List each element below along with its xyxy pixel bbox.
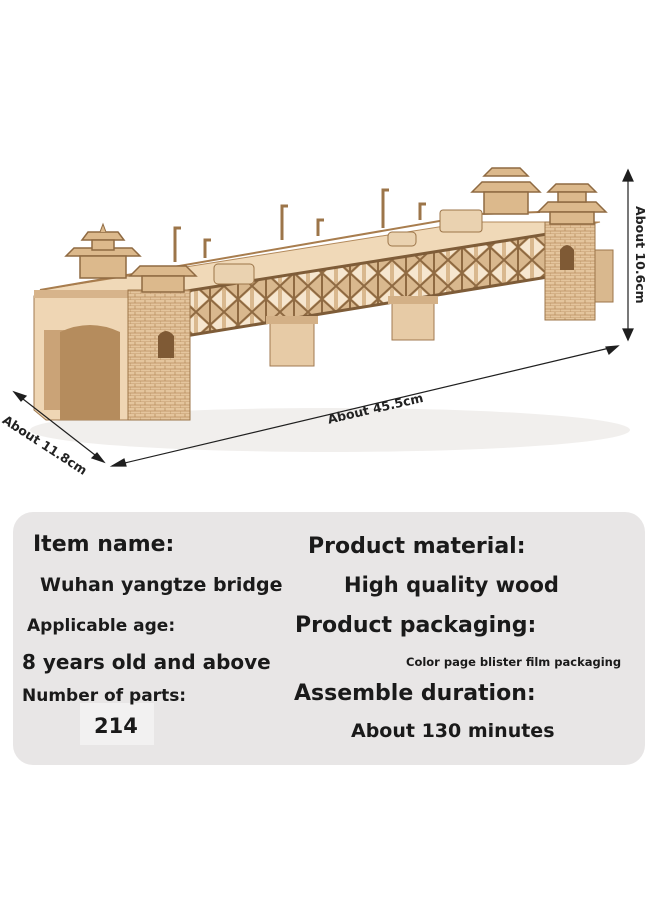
duration-label: Assemble duration: [294, 681, 536, 706]
item-name-label: Item name: [33, 532, 175, 557]
packaging-value: Color page blister film packaging [406, 655, 622, 669]
duration-value: About 130 minutes [351, 720, 555, 742]
bridge-pier [269, 319, 315, 367]
bridge-pier [391, 299, 435, 341]
parts-value: 214 [94, 714, 138, 738]
age-value: 8 years old and above [22, 650, 271, 674]
packaging-label: Product packaging: [295, 613, 537, 638]
model-bus [439, 209, 483, 233]
left-pagoda [64, 231, 198, 293]
item-name-value: Wuhan yangtze bridge [40, 574, 283, 596]
dimension-lines [12, 168, 634, 467]
parts-label: Number of parts: [22, 686, 187, 706]
right-tower [544, 221, 596, 321]
material-label: Product material: [308, 534, 526, 559]
height-dimension-label: About 10.6cm [633, 206, 648, 304]
right-pagoda [470, 167, 608, 225]
street-lamps [173, 188, 426, 262]
model-car [387, 231, 417, 247]
material-value: High quality wood [344, 573, 559, 597]
bridge-model-image [12, 167, 634, 467]
age-label: Applicable age: [27, 616, 176, 636]
model-car [213, 263, 255, 285]
parts-value-box [80, 703, 154, 745]
